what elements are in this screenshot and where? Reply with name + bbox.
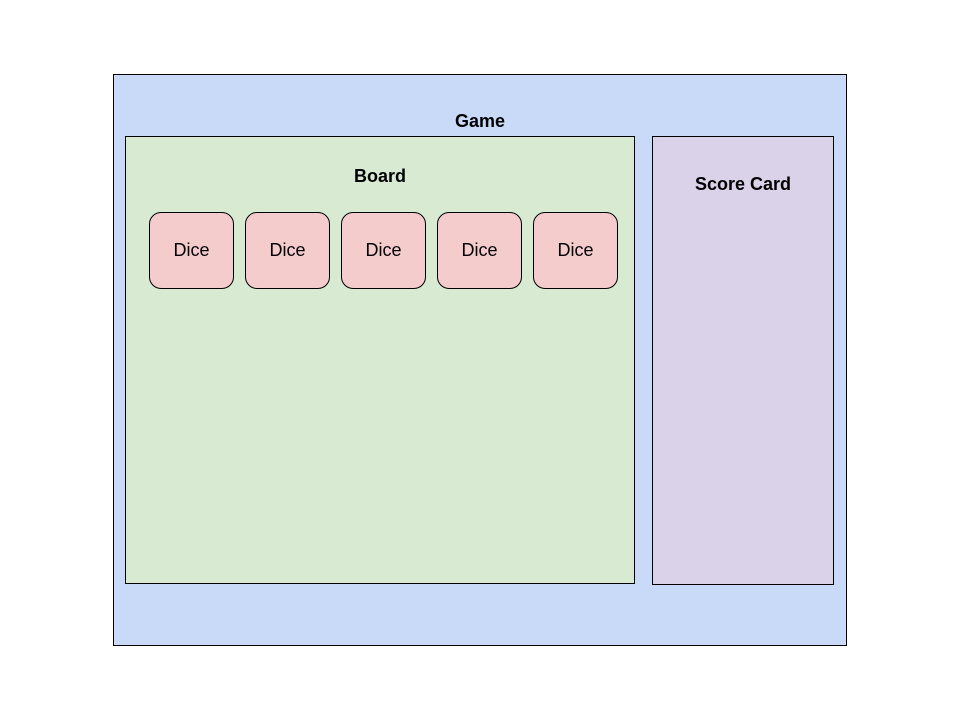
- board-title: Board: [353, 166, 406, 186]
- score-card-container: Score Card: [652, 136, 834, 585]
- dice-5: Dice: [533, 212, 618, 289]
- score-card-title: Score Card: [694, 174, 792, 194]
- dice-1: Dice: [149, 212, 234, 289]
- game-container: Game Board Dice Dice Dice Dice Dice Scor…: [113, 74, 847, 646]
- dice-row: Dice Dice Dice Dice Dice: [149, 212, 618, 289]
- board-container: Board Dice Dice Dice Dice Dice: [125, 136, 635, 584]
- game-title: Game: [454, 111, 506, 131]
- dice-2: Dice: [245, 212, 330, 289]
- dice-3: Dice: [341, 212, 426, 289]
- dice-4: Dice: [437, 212, 522, 289]
